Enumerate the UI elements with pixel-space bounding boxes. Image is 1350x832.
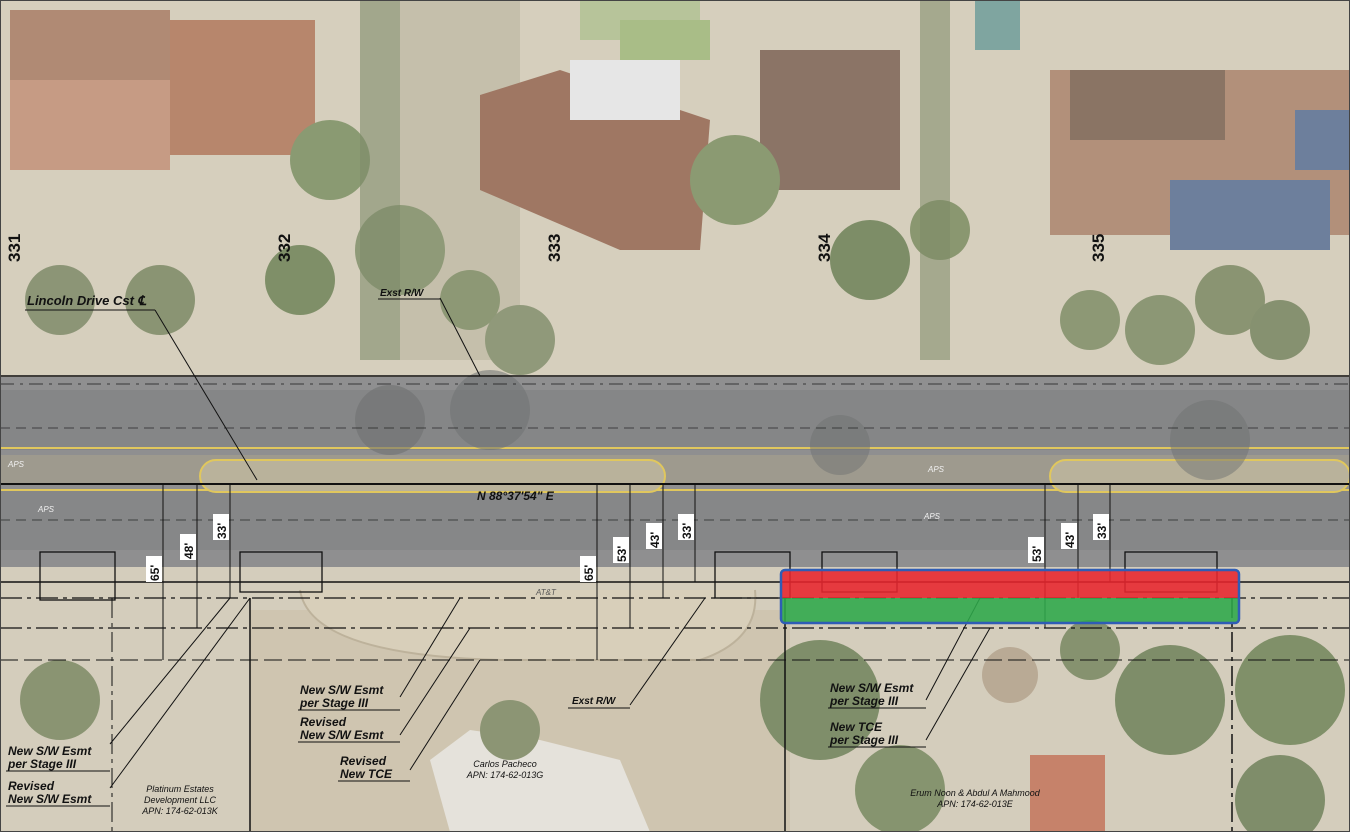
cst-leader bbox=[154, 309, 258, 481]
aps-tag: APS bbox=[7, 460, 25, 469]
new-sw-esmt-stage3-label: New S/W Esmt bbox=[830, 681, 914, 695]
parcel-apn: APN: 174-62-013G bbox=[466, 770, 544, 780]
easement-highlight[interactable] bbox=[779, 568, 1241, 625]
new-tce-stage3-label: New TCE bbox=[830, 720, 883, 734]
annotation-labels: Lincoln Drive Cst ℄ Exst R/W N 88°37'54"… bbox=[6, 288, 926, 807]
att-tag: AT&T bbox=[535, 588, 557, 597]
new-sw-esmt-stage3-label: per Stage III bbox=[7, 757, 77, 771]
dim-53-right: 53' bbox=[1030, 546, 1044, 562]
dim-48-left: 48' bbox=[182, 543, 196, 559]
dim-65-left: 65' bbox=[148, 565, 162, 581]
utility-tags: APS APS APS APS AT&T bbox=[7, 460, 945, 597]
station-332: 332 bbox=[275, 234, 294, 262]
revised-new-tce-label: New TCE bbox=[340, 767, 393, 781]
aps-tag: APS bbox=[927, 465, 945, 474]
revised-new-sw-esmt-label: New S/W Esmt bbox=[8, 792, 92, 806]
highlight-outline bbox=[779, 568, 1241, 625]
parcel-owner: Carlos Pacheco bbox=[473, 759, 537, 769]
parcel-labels: Platinum Estates Development LLC APN: 17… bbox=[141, 759, 1041, 816]
revised-new-tce-label: Revised bbox=[340, 754, 387, 768]
revised-new-sw-esmt-label: Revised bbox=[8, 779, 55, 793]
dim-43-right: 43' bbox=[1063, 532, 1077, 548]
station-335: 335 bbox=[1089, 234, 1108, 262]
new-sw-esmt-stage3-label: per Stage III bbox=[299, 696, 369, 710]
new-sw-esmt-stage3-label: New S/W Esmt bbox=[300, 683, 384, 697]
new-sw-esmt-stage3-label: per Stage III bbox=[829, 694, 899, 708]
dim-65-mid: 65' bbox=[582, 565, 596, 581]
exst-rw-north-leader bbox=[439, 297, 481, 377]
parcel-owner: Platinum Estates bbox=[146, 784, 214, 794]
new-sw-esmt-area[interactable] bbox=[782, 571, 1238, 598]
parcel-owner: Development LLC bbox=[144, 795, 217, 805]
station-labels: 331 332 333 334 335 bbox=[5, 233, 1108, 262]
aps-tag: APS bbox=[37, 505, 55, 514]
exst-rw-north-label: Exst R/W bbox=[380, 288, 425, 299]
revised-new-sw-esmt-label: New S/W Esmt bbox=[300, 728, 384, 742]
parcel-owner: Erum Noon & Abdul A Mahmood bbox=[910, 788, 1041, 798]
parcel-apn: APN: 174-62-013K bbox=[141, 806, 219, 816]
cst-label: Lincoln Drive Cst ℄ bbox=[27, 293, 147, 308]
bearing-label: N 88°37'54" E bbox=[477, 489, 555, 503]
station-333: 333 bbox=[545, 234, 564, 262]
exst-rw-south-label: Exst R/W bbox=[572, 696, 617, 707]
new-tce-area[interactable] bbox=[782, 598, 1238, 622]
new-tce-stage3-label: per Stage III bbox=[829, 733, 899, 747]
dim-33-left: 33' bbox=[215, 523, 229, 539]
dim-53-mid: 53' bbox=[615, 546, 629, 562]
dim-33-right: 33' bbox=[1095, 523, 1109, 539]
dim-33-mid: 33' bbox=[680, 523, 694, 539]
station-331: 331 bbox=[5, 234, 24, 262]
revised-new-sw-esmt-label: Revised bbox=[300, 715, 347, 729]
new-sw-esmt-stage3-label: New S/W Esmt bbox=[8, 744, 92, 758]
dim-43-mid: 43' bbox=[648, 532, 662, 548]
aps-tag: APS bbox=[923, 512, 941, 521]
parcel-apn: APN: 174-62-013E bbox=[936, 799, 1014, 809]
station-334: 334 bbox=[815, 233, 834, 262]
dimension-labels: 65' 48' 33' 65' 53' 43' 33' 53' 43' 33' bbox=[146, 514, 1109, 582]
